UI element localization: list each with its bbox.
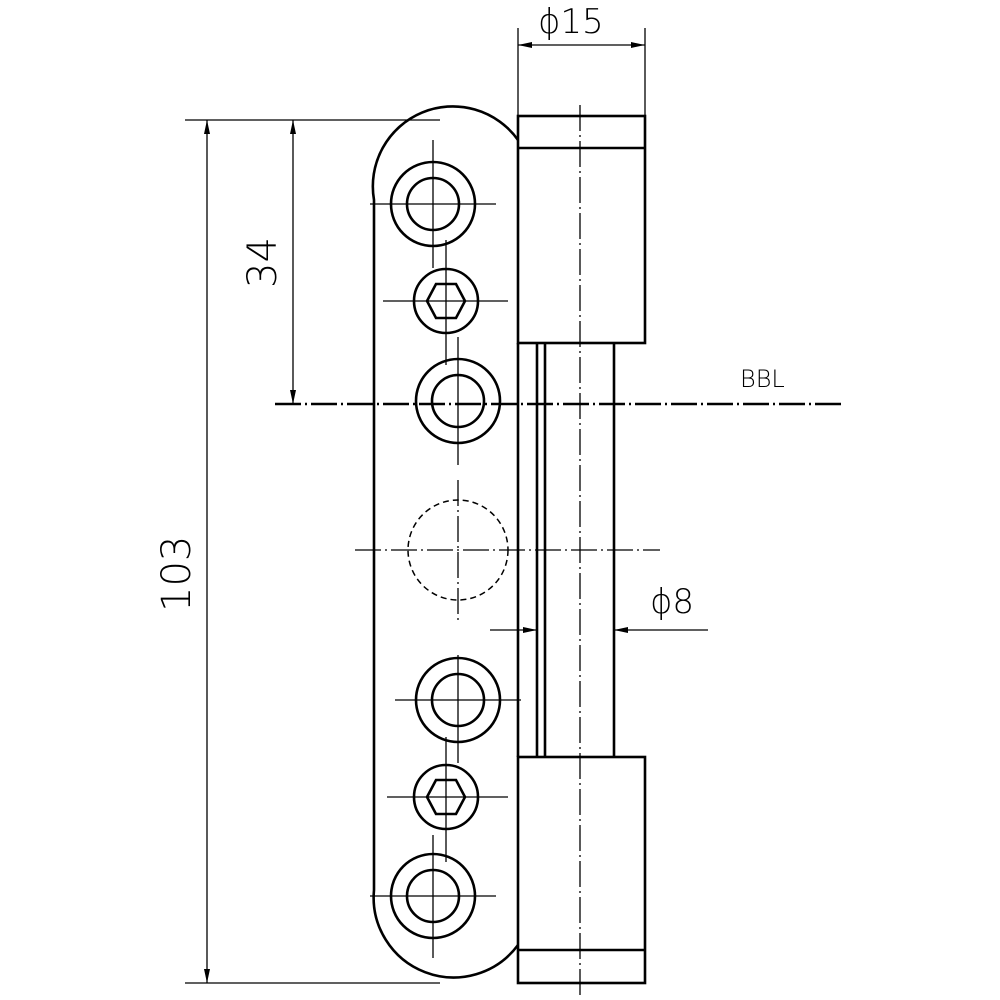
hex-bolt-2 (387, 737, 508, 862)
hex-bolt-1 (383, 240, 508, 365)
screw-hole-1 (370, 140, 496, 268)
dimension-total-height: 103 (154, 119, 440, 984)
dimension-34-label: 34 (240, 237, 286, 288)
dimension-barrel-diameter: ϕ15 (517, 2, 646, 116)
dimension-phi15-label: ϕ15 (538, 2, 604, 42)
screw-hole-3 (395, 655, 521, 763)
dimension-103-label: 103 (154, 536, 200, 612)
dimension-phi8-label: ϕ8 (650, 582, 694, 622)
hinge-plate (371, 105, 520, 979)
upper-barrel (516, 114, 647, 345)
screw-hole-4 (370, 835, 496, 958)
hidden-hole (355, 480, 660, 620)
bbl-label: BBL (740, 365, 785, 393)
screw-hole-2 (414, 337, 502, 465)
lower-barrel (516, 755, 647, 985)
dimension-bbl-offset: 34 (240, 120, 296, 404)
dimension-pin-diameter: ϕ8 (490, 582, 708, 633)
